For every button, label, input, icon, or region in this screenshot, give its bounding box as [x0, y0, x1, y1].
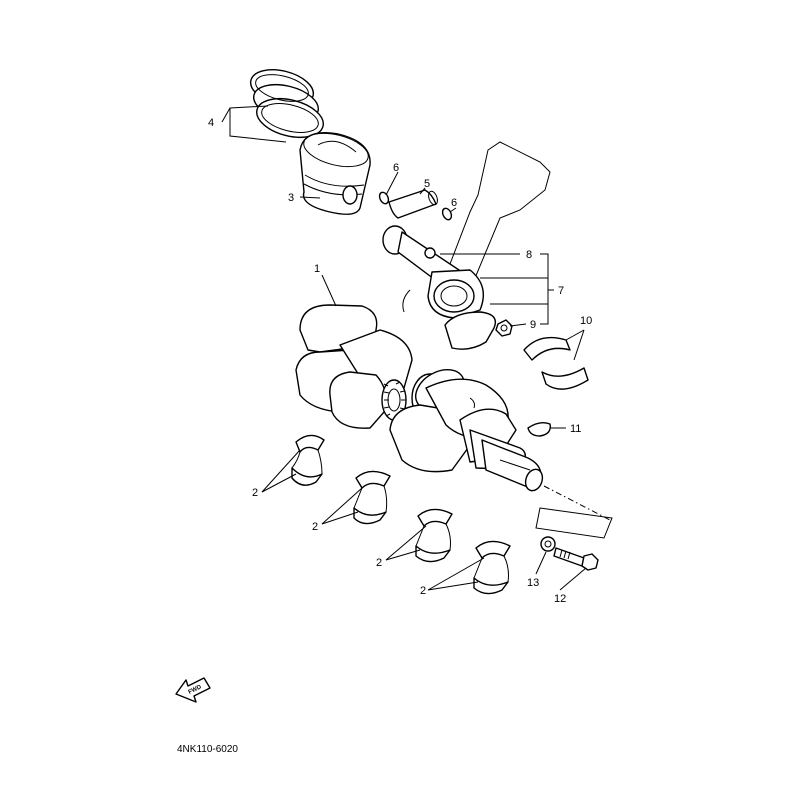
piston-rings — [249, 69, 324, 139]
callout-labels: 1 2 2 2 2 3 4 5 6 6 7 8 9 10 11 12 13 — [208, 117, 592, 605]
callout-9: 9 — [530, 319, 536, 331]
callout-2: 2 — [252, 487, 258, 499]
callout-12: 12 — [554, 593, 566, 605]
piston-pin-circlips — [378, 189, 453, 221]
callout-3: 3 — [288, 192, 294, 204]
callout-2: 2 — [312, 521, 318, 533]
diagram-code: 4NK110-6020 — [177, 744, 238, 755]
callout-6: 6 — [451, 197, 457, 209]
callout-7: 7 — [558, 285, 564, 297]
callout-10: 10 — [580, 315, 592, 327]
callout-5: 5 — [424, 178, 430, 190]
conrod-reference-outline — [439, 141, 551, 297]
forward-badge-text: FWD — [188, 684, 204, 696]
callout-11: 11 — [570, 423, 581, 435]
crankshaft-right — [389, 369, 544, 492]
connecting-rod — [382, 225, 497, 350]
main-bearing-pair-3 — [415, 508, 453, 563]
main-bearing-pair-1 — [291, 434, 325, 486]
conrod-nut — [495, 319, 513, 337]
callout-13: 13 — [527, 577, 539, 589]
main-bearing-pair-2 — [353, 470, 391, 525]
callout-8: 8 — [526, 249, 532, 261]
callout-4: 4 — [208, 117, 214, 129]
callout-6: 6 — [393, 162, 399, 174]
bolt-reference-outline — [535, 507, 613, 539]
big-end-bearings — [523, 336, 589, 390]
callout-1: 1 — [314, 263, 320, 275]
crank-center-line — [543, 485, 611, 521]
washer — [540, 536, 556, 552]
woodruff-key — [527, 421, 551, 437]
bolt — [553, 547, 599, 571]
leader-lines — [221, 105, 587, 591]
piston — [299, 132, 371, 215]
forward-arrow-icon: FWD — [175, 677, 211, 703]
callout-2: 2 — [420, 585, 426, 597]
main-bearing-pair-4 — [473, 540, 511, 595]
callout-2: 2 — [376, 557, 382, 569]
crankshaft-left — [295, 304, 413, 429]
